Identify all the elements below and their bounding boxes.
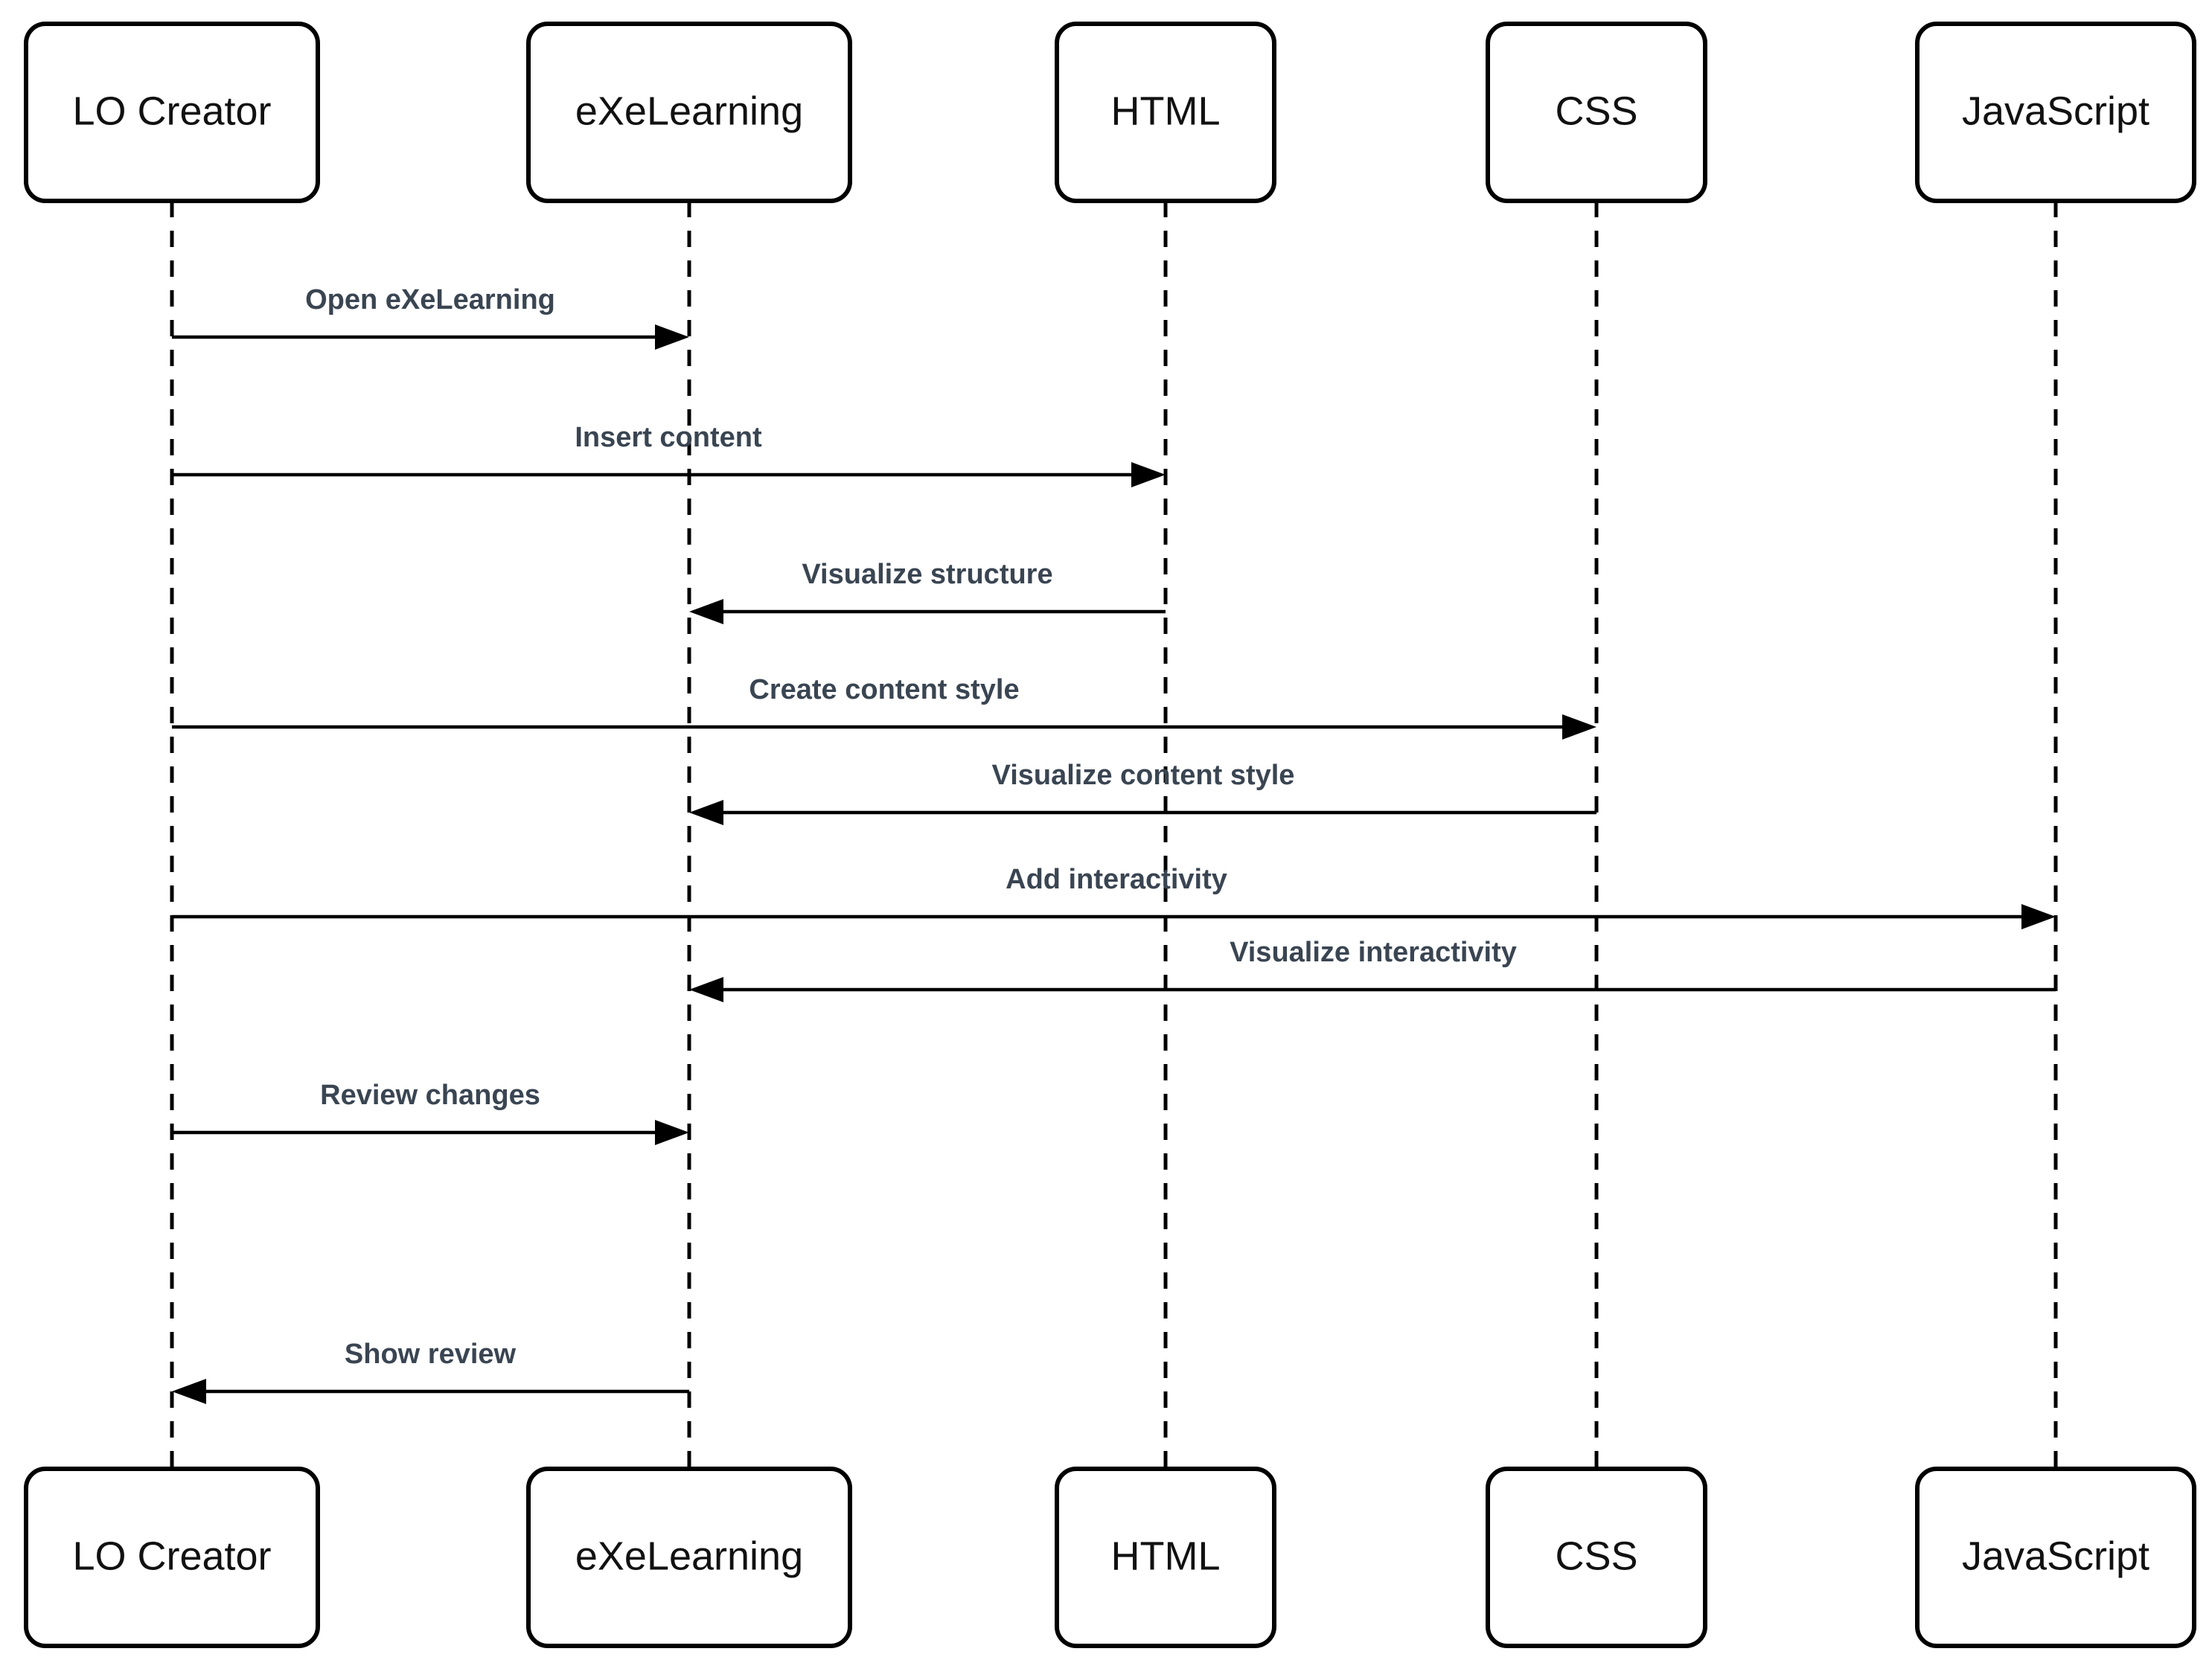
actor-label-html-top: HTML <box>1111 89 1221 133</box>
actor-box-html-top[interactable] <box>1055 22 1276 203</box>
message-9[interactable]: Show review <box>172 1339 689 1404</box>
message-label-2: Insert content <box>575 422 762 453</box>
message-label-1: Open eXeLearning <box>305 284 555 315</box>
actor-label-js-top: JavaScript <box>1962 89 2149 133</box>
arrow-head-4 <box>1562 714 1596 740</box>
message-label-4: Create content style <box>749 674 1019 705</box>
arrow-head-3 <box>689 599 723 624</box>
lifelines-group <box>170 201 2058 1469</box>
actor-box-html-bottom[interactable] <box>1055 1467 1276 1648</box>
message-2[interactable]: Insert content <box>172 422 1166 487</box>
arrow-head-5 <box>689 800 723 825</box>
actor-label-html-bottom: HTML <box>1111 1534 1221 1578</box>
actor-label-css-bottom: CSS <box>1555 1534 1637 1578</box>
arrow-head-9 <box>172 1379 206 1404</box>
message-4[interactable]: Create content style <box>172 674 1596 740</box>
actor-label-lo-bottom: LO Creator <box>72 1534 271 1578</box>
actor-label-css-top: CSS <box>1555 89 1637 133</box>
actor-label-lo-top: LO Creator <box>72 89 271 133</box>
actor-label-exe-bottom: eXeLearning <box>575 1534 803 1578</box>
actor-label-exe-top: eXeLearning <box>575 89 803 133</box>
message-1[interactable]: Open eXeLearning <box>172 284 689 350</box>
actor-boxes-bottom: LO Creator eXeLearning HTML CSS JavaScript <box>24 1467 2196 1648</box>
message-label-8: Review changes <box>320 1080 540 1111</box>
actor-box-exe-bottom[interactable] <box>526 1467 852 1648</box>
message-5[interactable]: Visualize content style <box>689 760 1596 825</box>
arrow-head-8 <box>655 1120 689 1145</box>
actor-box-lo-bottom[interactable] <box>24 1467 320 1648</box>
arrow-head-2 <box>1131 462 1166 487</box>
message-7[interactable]: Visualize interactivity <box>689 937 2056 1002</box>
message-label-7: Visualize interactivity <box>1230 937 1517 968</box>
actor-box-js-bottom[interactable] <box>1915 1467 2196 1648</box>
actor-label-js-bottom: JavaScript <box>1962 1534 2149 1578</box>
actor-box-css-top[interactable] <box>1486 22 1707 203</box>
actor-box-exe-top[interactable] <box>526 22 852 203</box>
actor-box-lo-top[interactable] <box>24 22 320 203</box>
message-label-5: Visualize content style <box>992 760 1295 791</box>
arrow-head-6 <box>2021 904 2056 929</box>
actor-box-css-bottom[interactable] <box>1486 1467 1707 1648</box>
arrow-head-7 <box>689 977 723 1002</box>
actor-box-js-top[interactable] <box>1915 22 2196 203</box>
message-6[interactable]: Add interactivity <box>172 864 2056 929</box>
message-label-3: Visualize structure <box>802 559 1052 590</box>
actor-boxes-top: LO Creator eXeLearning HTML CSS JavaScript <box>24 22 2196 203</box>
message-3[interactable]: Visualize structure <box>689 559 1166 624</box>
message-label-9: Show review <box>345 1339 517 1370</box>
message-8[interactable]: Review changes <box>172 1080 689 1145</box>
message-label-6: Add interactivity <box>1006 864 1227 895</box>
arrow-head-1 <box>655 324 689 350</box>
